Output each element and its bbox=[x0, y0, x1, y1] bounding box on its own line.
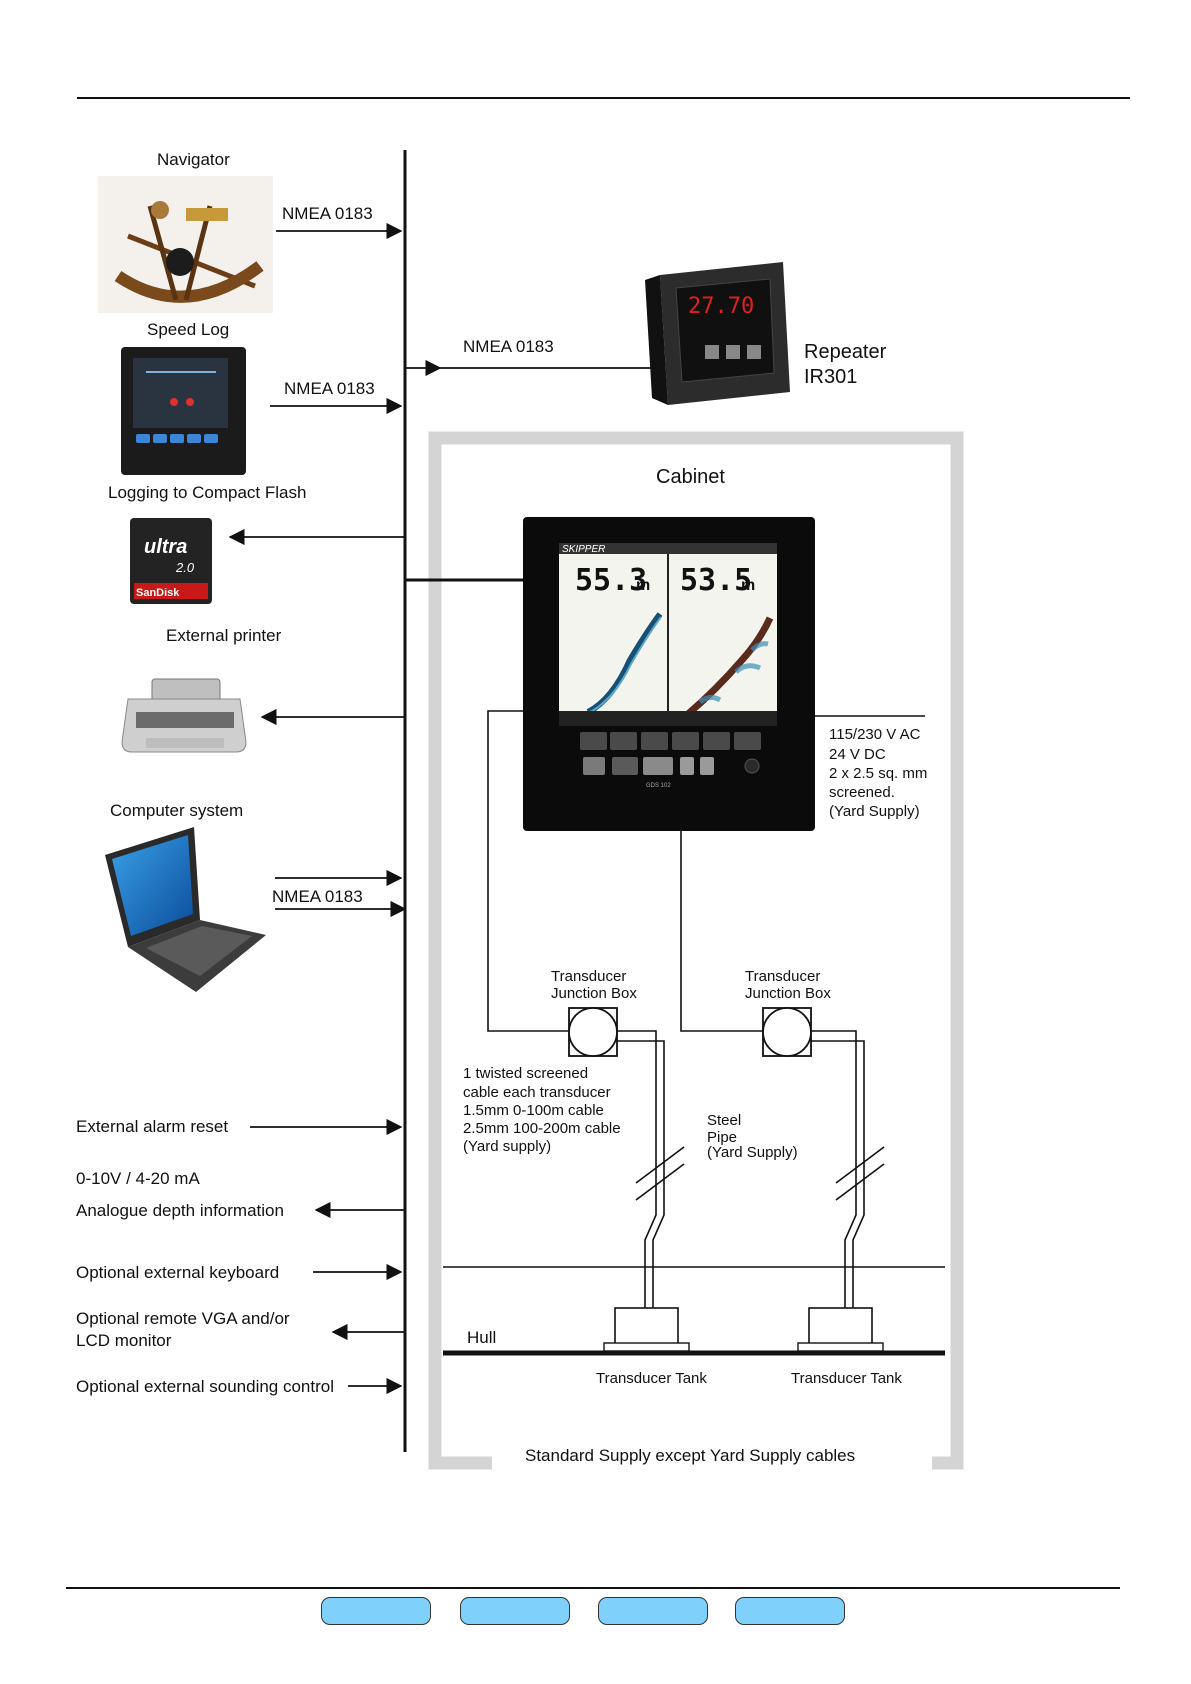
transducer-tank-1-flange bbox=[603, 1342, 690, 1352]
nmea-label-pc: NMEA 0183 bbox=[272, 887, 363, 906]
nmea-label-navigator: NMEA 0183 bbox=[282, 204, 373, 223]
cf-size-text: 2.0 bbox=[175, 560, 195, 575]
logging-label: Logging to Compact Flash bbox=[108, 483, 307, 502]
sounder-model-text: GDS 102 bbox=[646, 783, 671, 789]
cable-label-5: (Yard supply) bbox=[463, 1138, 552, 1155]
steel-pipe-2 bbox=[811, 1030, 885, 1312]
cable-label-3: 1.5mm 0-100m cable bbox=[463, 1102, 604, 1119]
sounding-label: Optional external sounding control bbox=[76, 1377, 334, 1396]
cable-run-2 bbox=[680, 830, 763, 1032]
alarm-label: External alarm reset bbox=[76, 1117, 229, 1136]
repeater-label: Repeater bbox=[804, 341, 887, 363]
repeater-ir301-icon: 27.70 bbox=[645, 262, 790, 405]
standard-supply-label: Standard Supply except Yard Supply cable… bbox=[525, 1446, 856, 1465]
navigator-label: Navigator bbox=[157, 150, 230, 169]
nmea-label-speedlog: NMEA 0183 bbox=[284, 379, 375, 398]
steel-label-1: Steel bbox=[707, 1112, 742, 1129]
speed-log-icon bbox=[121, 347, 246, 475]
cable-run-1 bbox=[487, 710, 569, 1032]
hull-label: Hull bbox=[467, 1328, 497, 1347]
power-label-4: screened. bbox=[829, 784, 895, 801]
nav-button-3[interactable] bbox=[598, 1597, 708, 1625]
sextant-icon bbox=[98, 176, 273, 313]
laptop-icon bbox=[105, 827, 266, 992]
steel-label-3: (Yard Supply) bbox=[707, 1144, 798, 1161]
power-label-3: 2 x 2.5 sq. mm bbox=[829, 765, 928, 782]
repeater-model-label: IR301 bbox=[804, 366, 858, 388]
computer-label: Computer system bbox=[110, 801, 244, 820]
speed-log-label: Speed Log bbox=[147, 320, 230, 339]
tank1-label: Transducer Tank bbox=[596, 1370, 707, 1387]
printer-icon bbox=[121, 678, 247, 753]
depth-left-text: 55.3 bbox=[575, 563, 647, 598]
transducer-tank-2-flange bbox=[797, 1342, 884, 1352]
tjb1-label-1: Transducer bbox=[551, 968, 627, 985]
cable-label-4: 2.5mm 100-200m cable bbox=[463, 1120, 621, 1137]
compact-flash-icon: ultra 2.0 SanDisk bbox=[130, 518, 212, 604]
nav-button-2[interactable] bbox=[460, 1597, 570, 1625]
printer-label: External printer bbox=[166, 626, 282, 645]
tank2-label: Transducer Tank bbox=[791, 1370, 902, 1387]
cabinet-frame-gap bbox=[492, 1450, 932, 1470]
nav-button-1[interactable] bbox=[321, 1597, 431, 1625]
sounder-brand-text: SKIPPER bbox=[562, 544, 605, 555]
steel-label-2: Pipe bbox=[707, 1129, 738, 1146]
analog-label-2: Analogue depth information bbox=[76, 1201, 284, 1220]
keyboard-label: Optional external keyboard bbox=[76, 1263, 280, 1282]
depth-right-text: 53.5 bbox=[680, 563, 752, 598]
tjb2-label-2: Junction Box bbox=[745, 985, 831, 1002]
nmea-label-repeater: NMEA 0183 bbox=[463, 337, 554, 356]
vga-label-1: Optional remote VGA and/or bbox=[76, 1309, 290, 1328]
nav-button-4[interactable] bbox=[735, 1597, 845, 1625]
transducer-tank-1-icon bbox=[614, 1307, 679, 1347]
cf-maker-text: SanDisk bbox=[136, 587, 180, 599]
transducer-tank-2-icon bbox=[808, 1307, 873, 1347]
depth-right-unit: m bbox=[741, 577, 755, 594]
cabinet-label: Cabinet bbox=[656, 466, 725, 488]
tjb2-label-1: Transducer bbox=[745, 968, 821, 985]
vga-label-2: LCD monitor bbox=[76, 1331, 172, 1350]
junction-box-2-icon bbox=[762, 1007, 812, 1057]
tjb1-label-2: Junction Box bbox=[551, 985, 637, 1002]
power-label-5: (Yard Supply) bbox=[829, 803, 920, 820]
analog-label-1: 0-10V / 4-20 mA bbox=[76, 1169, 200, 1188]
steel-pipe-1 bbox=[617, 1030, 685, 1312]
junction-box-1-icon bbox=[568, 1007, 618, 1057]
cable-label-1: 1 twisted screened bbox=[463, 1065, 589, 1082]
depth-left-unit: m bbox=[636, 577, 650, 594]
power-label-2: 24 V DC bbox=[829, 746, 886, 763]
power-label-1: 115/230 V AC bbox=[829, 726, 921, 743]
repeater-readout: 27.70 bbox=[688, 294, 754, 319]
cf-brand-text: ultra bbox=[144, 536, 187, 558]
echo-sounder-display: SKIPPER 55.3 m 53.5 m GDS 102 bbox=[523, 517, 815, 831]
cable-label-2: cable each transducer bbox=[463, 1084, 611, 1101]
